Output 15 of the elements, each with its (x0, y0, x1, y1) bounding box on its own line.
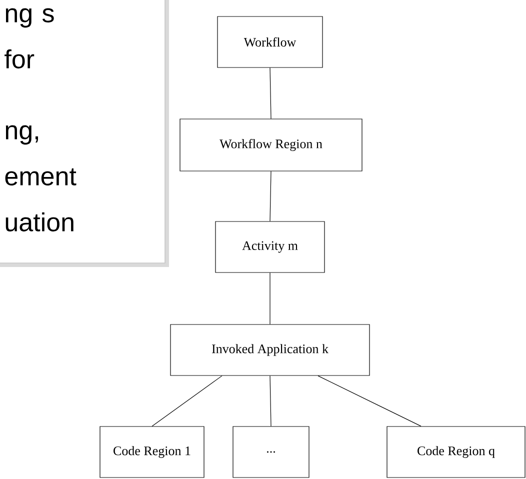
connector-line (270, 68, 272, 119)
panel-text: ng, ement uation (5, 125, 76, 232)
box: ... (232, 426, 310, 478)
connector-line (270, 171, 272, 222)
box: Code Region 1 (100, 426, 204, 478)
box: Workflow Region n (180, 118, 362, 172)
box: Activity m (215, 221, 325, 273)
text-panel (0, 0, 169, 267)
connector-line (270, 376, 272, 426)
connector-line (318, 376, 422, 426)
box: Invoked Application k (170, 324, 370, 376)
panel-text: ng s for (4, 8, 54, 68)
box: Code Region q (386, 426, 526, 478)
box: Workflow (217, 16, 323, 68)
connector-line (152, 376, 222, 426)
